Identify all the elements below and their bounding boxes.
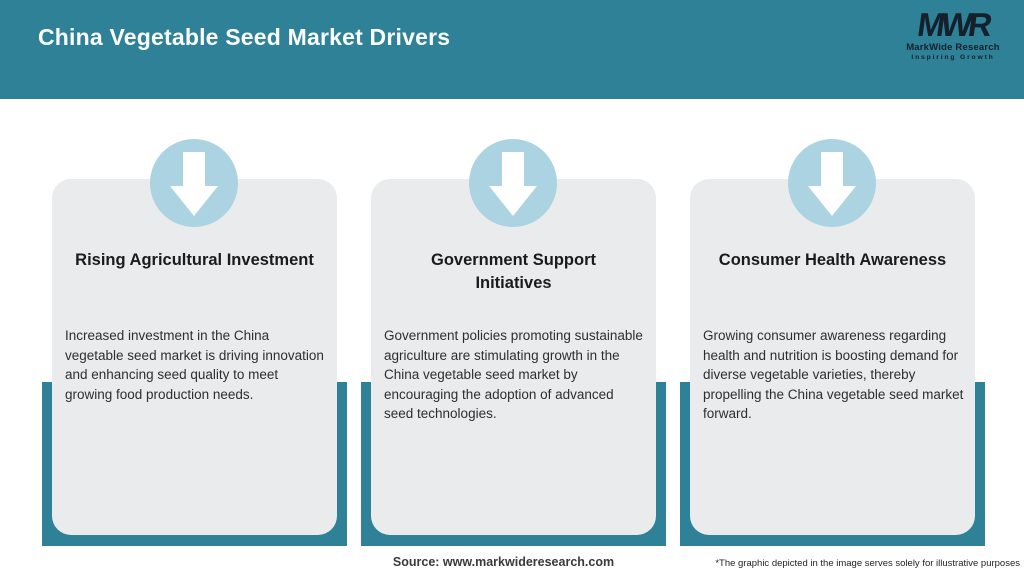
card-title-text: Government Support Initiatives <box>430 251 596 292</box>
page-title: China Vegetable Seed Market Drivers <box>38 24 451 50</box>
card-title: Rising Agricultural Investment <box>52 249 337 272</box>
down-arrow-icon <box>469 139 557 227</box>
down-arrow-icon <box>150 139 238 227</box>
brand-logo: MWR MarkWide Research Inspiring Growth <box>898 6 1008 61</box>
card-title-text: Consumer Health Awareness <box>718 251 947 269</box>
card-description: Government policies promoting sustainabl… <box>384 328 643 421</box>
brand-tagline: Inspiring Growth <box>911 54 995 61</box>
down-arrow-icon <box>788 139 876 227</box>
source-text: Source: www.markwideresearch.com <box>392 555 615 569</box>
driver-card: Rising Agricultural Investment Increased… <box>52 179 337 535</box>
header-bar: China Vegetable Seed Market Drivers MWR … <box>0 0 1024 99</box>
card-title-text: Rising Agricultural Investment <box>75 251 314 269</box>
driver-card: Consumer Health Awareness Growing consum… <box>690 179 975 535</box>
card-title: Consumer Health Awareness <box>690 249 975 272</box>
brand-name: MarkWide Research <box>906 42 1000 53</box>
card-description: Increased investment in the China vegeta… <box>65 328 324 402</box>
disclaimer-text: *The graphic depicted in the image serve… <box>715 558 1020 569</box>
mwr-logo-mark: MWR <box>915 6 991 43</box>
card-title: Government Support Initiatives <box>371 249 656 295</box>
driver-card: Government Support Initiatives Governmen… <box>371 179 656 535</box>
card-description: Growing consumer awareness regarding hea… <box>703 328 964 421</box>
